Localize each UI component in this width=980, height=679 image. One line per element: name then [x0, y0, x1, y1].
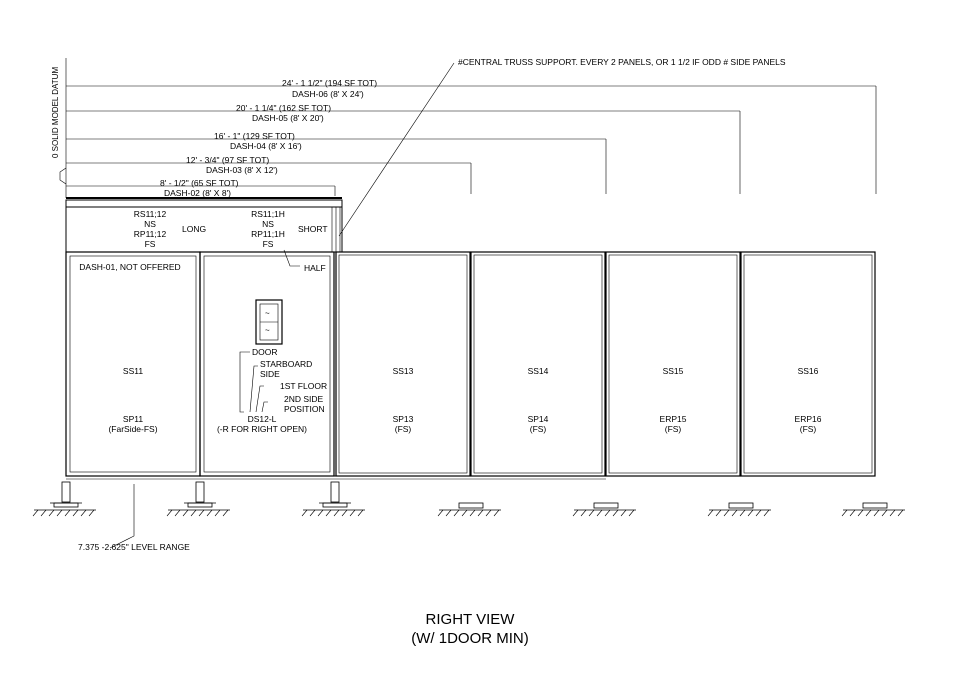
truss-note: #CENTRAL TRUSS SUPPORT. EVERY 2 PANELS, …	[458, 57, 786, 67]
view-title: RIGHT VIEW	[426, 611, 516, 628]
callout-side: SIDE	[260, 369, 280, 379]
dim-20-length: 20' - 1 1/4" (162 SF TOT)	[236, 103, 331, 113]
door-glyph-bottom: ~	[265, 326, 270, 335]
dim-24-length: 24' - 1 1/2" (194 SF TOT)	[282, 78, 377, 88]
panel-6-code: ERP16	[795, 414, 822, 424]
panel-labels: DASH-01, NOT OFFERED SS11 SP11 (FarSide-…	[79, 262, 821, 434]
callout-starboard: STARBOARD	[260, 359, 312, 369]
callout-1st-floor: 1ST FLOOR	[280, 381, 327, 391]
view-subtitle: (W/ 1DOOR MIN)	[411, 630, 529, 647]
dim-16-model: DASH-04 (8' X 16')	[230, 141, 302, 151]
truss-leader	[338, 62, 455, 237]
panel-1-mid: SS11	[123, 366, 143, 376]
panel-2-code: DS12-L	[248, 414, 277, 424]
panel-3-mid: SS13	[393, 366, 414, 376]
panel-2-note: (-R FOR RIGHT OPEN)	[217, 424, 307, 434]
datum-label: 0 SOLID MODEL DATUM	[51, 67, 60, 158]
roof-long-tag: LONG	[182, 224, 206, 234]
callout-position: POSITION	[284, 404, 325, 414]
dim-8-length: 8' - 1/2" (65 SF TOT)	[160, 178, 239, 188]
roof-long-line-2: NS	[144, 219, 156, 229]
dim-16-length: 16' - 1" (129 SF TOT)	[214, 131, 295, 141]
roof-short-line-2: NS	[262, 219, 274, 229]
roof-short-line-4: FS	[263, 239, 274, 249]
support-feet	[34, 481, 905, 511]
roof-short-labels: RS11;1H NS RP11;1H FS	[251, 209, 285, 249]
door-code-callouts: DOOR STARBOARD SIDE 1ST FLOOR 2ND SIDE P…	[252, 347, 327, 414]
panel-5-note: (FS)	[665, 424, 682, 434]
panel-frames	[65, 251, 876, 480]
roof-long-line-1: RS11;12	[134, 209, 167, 219]
dim-12-model: DASH-03 (8' X 12')	[206, 165, 278, 175]
dim-12-length: 12' - 3/4" (97 SF TOT)	[186, 155, 269, 165]
level-range-label: 7.375 -2.625" LEVEL RANGE	[78, 542, 190, 552]
panel-4-note: (FS)	[530, 424, 547, 434]
half-leader	[283, 249, 300, 267]
callout-2nd-side: 2ND SIDE	[284, 394, 324, 404]
panel-5-code: ERP15	[660, 414, 687, 424]
ground-hatching	[32, 509, 904, 517]
roof-long-labels: RS11;12 NS RP11;12 FS	[134, 209, 167, 249]
dim-8-model: DASH-02 (8' X 8')	[164, 188, 231, 198]
dim-24-model: DASH-06 (8' X 24')	[292, 89, 364, 99]
panel-3-note: (FS)	[395, 424, 412, 434]
panel-1-top: DASH-01, NOT OFFERED	[79, 262, 180, 272]
panel-6-mid: SS16	[798, 366, 819, 376]
panel-4-code: SP14	[528, 414, 549, 424]
dim-20-model: DASH-05 (8' X 20')	[252, 113, 324, 123]
panel-4-mid: SS14	[528, 366, 549, 376]
roof-long-line-4: FS	[145, 239, 156, 249]
callout-door: DOOR	[252, 347, 278, 357]
panel-1-note: (FarSide-FS)	[108, 424, 157, 434]
panel-5-mid: SS15	[663, 366, 684, 376]
model-datum	[59, 58, 67, 198]
panel-6-note: (FS)	[800, 424, 817, 434]
level-range-leader	[109, 484, 135, 549]
roof-short-line-1: RS11;1H	[251, 209, 285, 219]
panel-1-code: SP11	[123, 414, 143, 424]
roof-long-line-3: RP11;12	[134, 229, 167, 239]
door-code-leaders	[239, 351, 268, 413]
door-glyph-top: ~	[265, 309, 270, 318]
roof-half-tag: HALF	[304, 263, 326, 273]
dimension-lines	[66, 85, 877, 196]
roof-short-line-3: RP11;1H	[251, 229, 285, 239]
roof-short-tag: SHORT	[298, 224, 328, 234]
door-window	[255, 299, 283, 345]
panel-3-code: SP13	[393, 414, 414, 424]
dimension-labels: 24' - 1 1/2" (194 SF TOT) DASH-06 (8' X …	[160, 78, 377, 198]
